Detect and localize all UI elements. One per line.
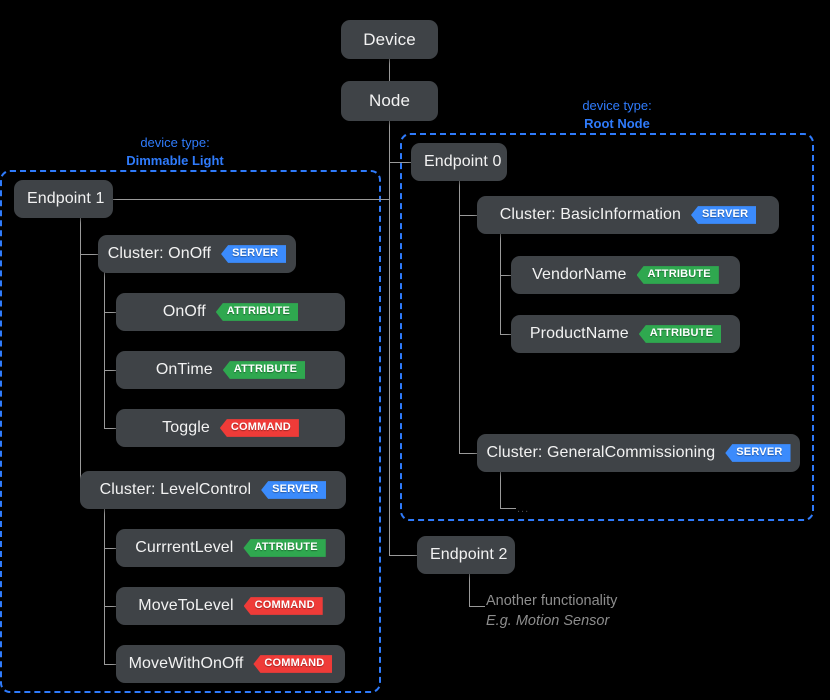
endpoint-label: Endpoint 2 — [430, 546, 508, 563]
vendorname-label: VendorName — [532, 266, 627, 283]
cluster-box-basicinformation[interactable]: Cluster: BasicInformation SERVER — [477, 196, 779, 234]
connector-levelcontrol-attr-currentlevel — [104, 548, 122, 549]
connector-basicinformation-productname — [500, 334, 514, 335]
connector-endpoint0-stem — [459, 179, 460, 453]
endpoint-box-0[interactable]: Endpoint 0 — [411, 143, 507, 181]
badge-command: COMMAND — [219, 419, 299, 437]
connector-onoff-attr-ontime — [104, 370, 122, 371]
connector-endpoint2-stem — [469, 572, 470, 606]
endpoint2-note-line1: Another functionality — [486, 593, 618, 609]
device-type-name: Root Node — [584, 115, 650, 131]
connector-endpoint2-note — [469, 606, 485, 607]
badge-attribute: ATTRIBUTE — [243, 539, 326, 557]
connector-endpoint1-stem — [80, 216, 81, 491]
connector-generalcommissioning-ellipsis — [500, 508, 516, 509]
item-box-ontime-attribute[interactable]: OnTime ATTRIBUTE — [116, 351, 345, 389]
node-box-node[interactable]: Node — [341, 81, 438, 121]
cluster-box-levelcontrol[interactable]: Cluster: LevelControl SERVER — [80, 471, 346, 509]
device-type-label-dimmable-light: device type: Dimmable Light — [90, 134, 260, 170]
item-label: Toggle — [162, 419, 210, 436]
cluster-box-onoff[interactable]: Cluster: OnOff SERVER — [98, 235, 296, 273]
endpoint-box-1[interactable]: Endpoint 1 — [14, 180, 113, 218]
badge-attribute: ATTRIBUTE — [222, 361, 306, 379]
item-box-onoff-attribute[interactable]: OnOff ATTRIBUTE — [116, 293, 345, 331]
endpoint-label: Endpoint 1 — [27, 190, 105, 207]
connector-node-trunk — [389, 121, 390, 555]
item-label: CurrrentLevel — [135, 539, 234, 556]
badge-server: SERVER — [725, 444, 791, 462]
device-type-container-dimmable-light — [0, 170, 381, 693]
item-label: MoveWithOnOff — [128, 655, 244, 672]
connector-trunk-endpoint2 — [389, 555, 417, 556]
connector-onoff-stem — [104, 271, 105, 428]
connector-endpoint0-basicinformation — [459, 215, 477, 216]
productname-label: ProductName — [529, 325, 629, 342]
cluster-label: Cluster: GeneralCommissioning — [486, 444, 716, 461]
item-box-movewithonoff-command[interactable]: MoveWithOnOff COMMAND — [116, 645, 345, 683]
item-label: OnTime — [155, 361, 213, 378]
connector-endpoint1-onoff — [80, 254, 98, 255]
cluster-label: Cluster: LevelControl — [99, 481, 252, 498]
connector-basicinformation-stem — [500, 232, 501, 334]
item-label: OnOff — [162, 303, 206, 320]
badge-command: COMMAND — [253, 655, 333, 673]
endpoint2-note: Another functionality E.g. Motion Sensor — [486, 592, 617, 631]
connector-onoff-attr-onoff — [104, 312, 122, 313]
device-type-name: Dimmable Light — [126, 152, 224, 168]
badge-server: SERVER — [261, 481, 327, 499]
node-box-device[interactable]: Device — [341, 20, 438, 59]
badge-command: COMMAND — [243, 597, 323, 615]
connector-device-node — [389, 59, 390, 81]
badge-attribute: ATTRIBUTE — [215, 303, 299, 321]
connector-trunk-endpoint0 — [389, 162, 411, 163]
node-box-label: Device — [363, 29, 416, 49]
device-type-container-root-node — [400, 133, 814, 521]
endpoint-box-2[interactable]: Endpoint 2 — [417, 536, 515, 574]
item-box-movetolevel-command[interactable]: MoveToLevel COMMAND — [116, 587, 345, 625]
device-type-kind: device type: — [582, 98, 652, 113]
item-box-toggle-command[interactable]: Toggle COMMAND — [116, 409, 345, 447]
item-label: MoveToLevel — [138, 597, 234, 614]
cluster-label: Cluster: OnOff — [107, 245, 212, 262]
item-box-vendorname-attribute[interactable]: OnOff VendorName ATTRIBUTE — [511, 256, 740, 294]
cluster-box-generalcommissioning[interactable]: Cluster: GeneralCommissioning SERVER — [477, 434, 800, 472]
endpoint-label: Endpoint 0 — [424, 153, 502, 170]
item-box-currentlevel-attribute[interactable]: CurrrentLevel ATTRIBUTE — [116, 529, 345, 567]
connector-levelcontrol-cmd-movewithonoff — [104, 664, 122, 665]
connector-levelcontrol-stem — [104, 507, 105, 664]
item-box-productname-attribute[interactable]: ProductName ATTRIBUTE — [511, 315, 740, 353]
ellipsis-annotation: ... — [517, 503, 530, 515]
connector-basicinformation-vendorname — [500, 275, 514, 276]
connector-endpoint0-generalcommissioning — [459, 453, 477, 454]
badge-attribute: ATTRIBUTE — [638, 325, 722, 343]
node-box-label: Node — [368, 91, 411, 110]
connector-onoff-cmd-toggle — [104, 428, 122, 429]
endpoint2-note-line2: E.g. Motion Sensor — [486, 612, 610, 629]
cluster-label: Cluster: BasicInformation — [499, 206, 681, 223]
device-type-kind: device type: — [140, 135, 210, 150]
badge-attribute: ATTRIBUTE — [636, 266, 719, 284]
connector-trunk-endpoint1 — [113, 199, 389, 200]
badge-server: SERVER — [221, 245, 287, 263]
device-type-label-root-node: device type: Root Node — [532, 97, 702, 133]
badge-server: SERVER — [690, 206, 757, 224]
connector-levelcontrol-cmd-movetolevel — [104, 606, 122, 607]
connector-generalcommissioning-stem — [500, 470, 501, 508]
